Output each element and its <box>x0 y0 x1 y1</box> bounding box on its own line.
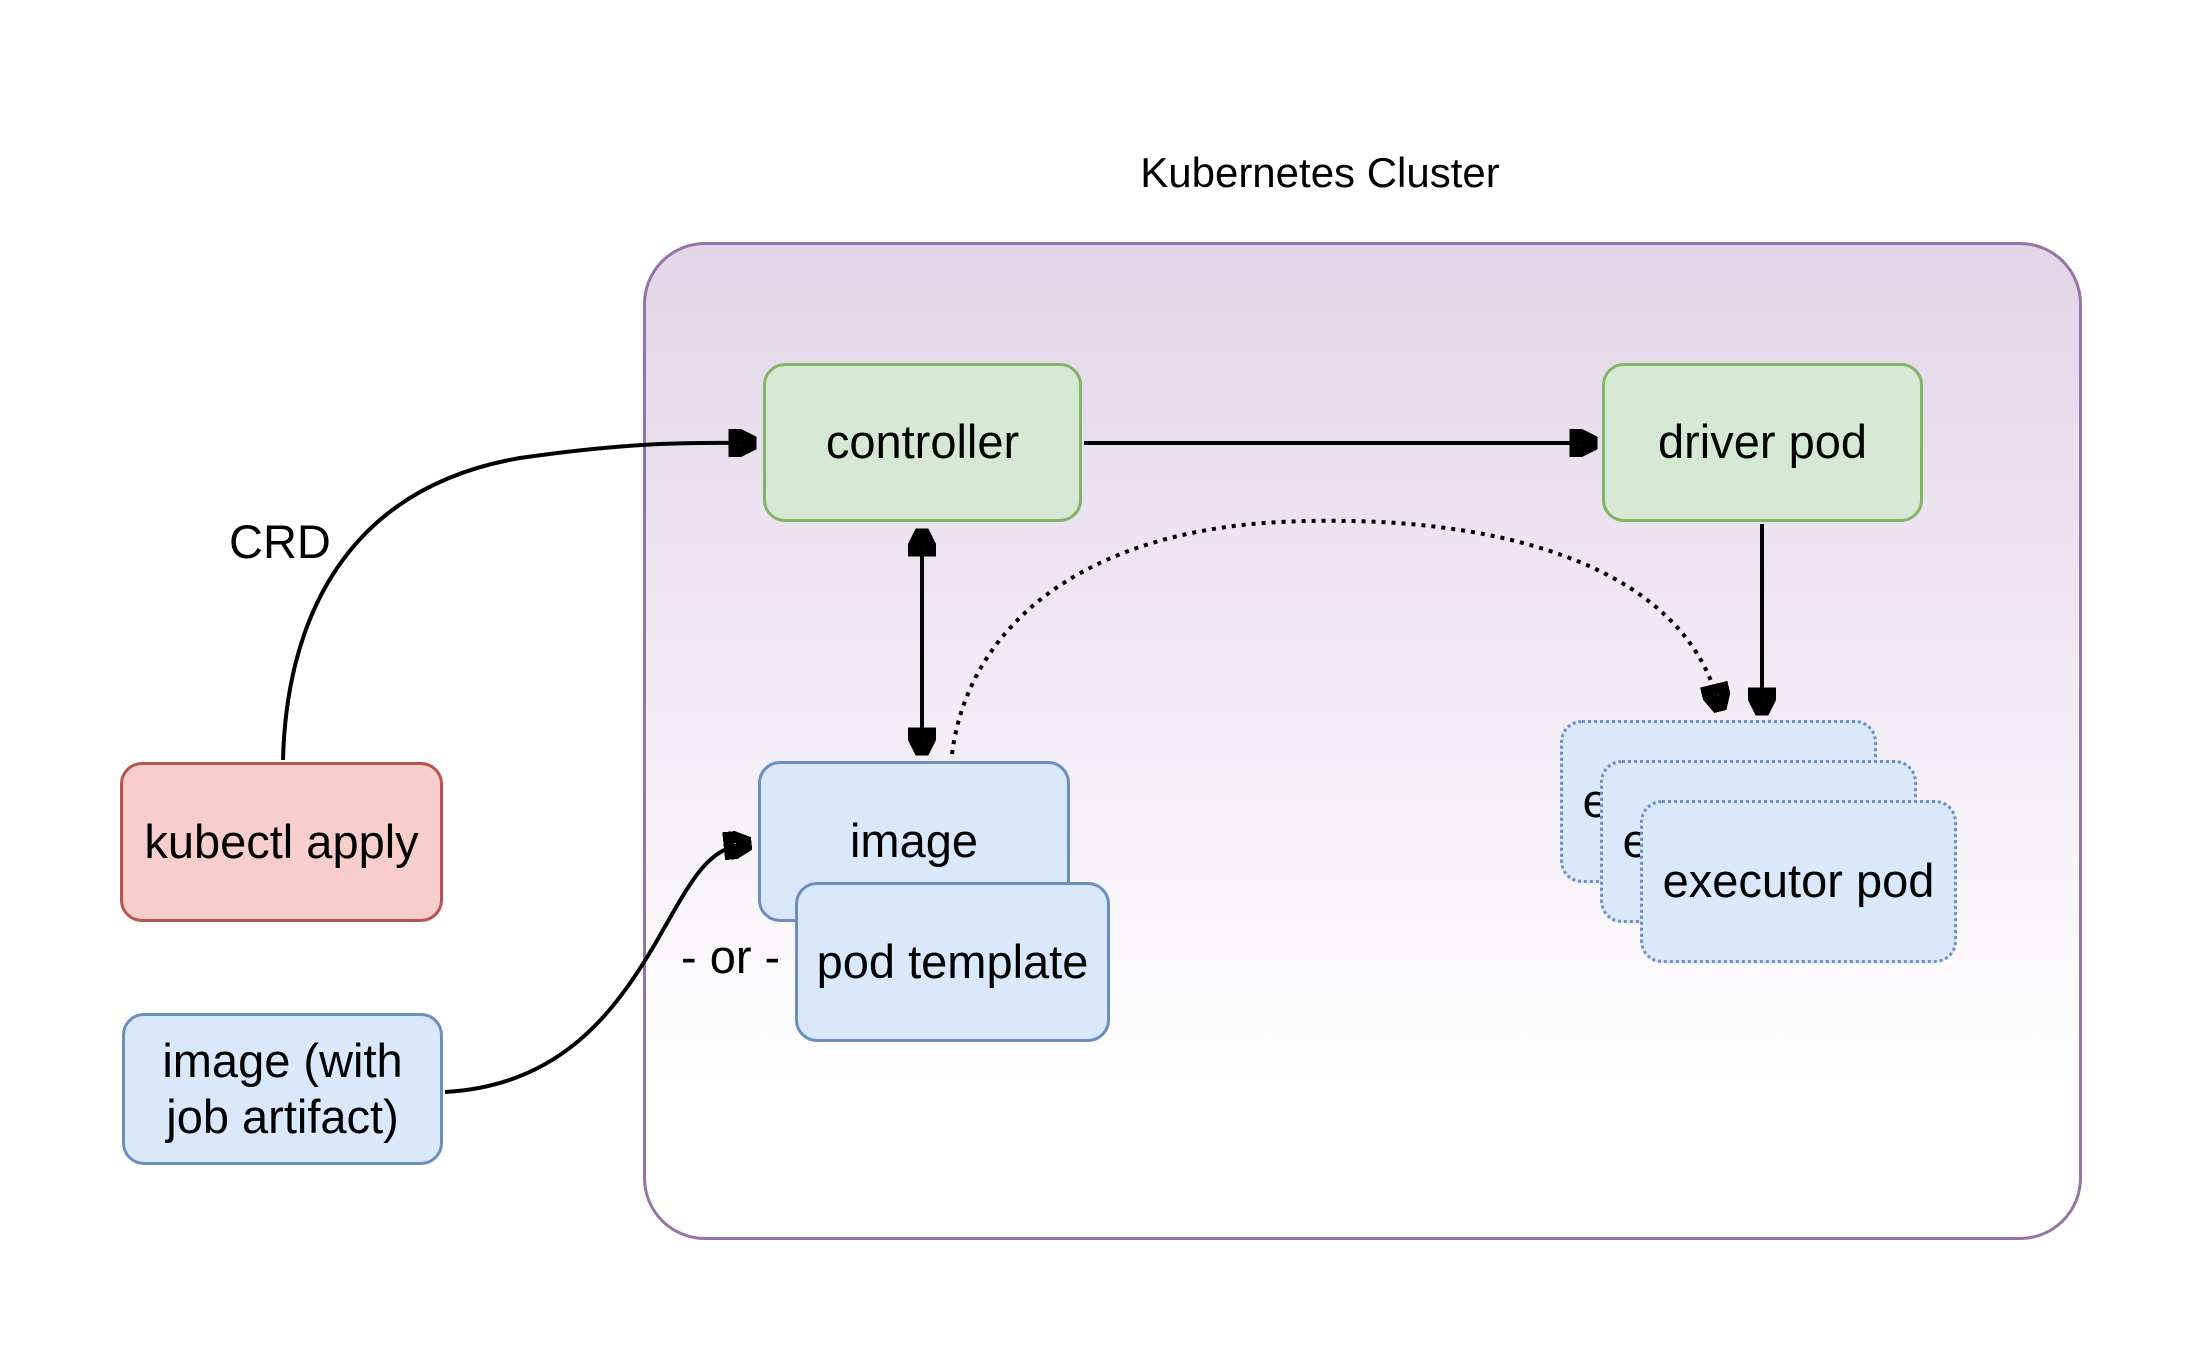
image-with-job-artifact-label-line1: image (with <box>162 1033 403 1087</box>
image-with-job-artifact-label-line2: job artifact) <box>166 1090 399 1143</box>
driver-pod-node: driver pod <box>1602 363 1923 522</box>
kubectl-apply-label: kubectl apply <box>144 814 419 868</box>
or-label: - or - <box>681 930 781 983</box>
driver-pod-label: driver pod <box>1658 415 1867 469</box>
controller-node: controller <box>763 363 1082 522</box>
cluster-title: Kubernetes Cluster <box>1140 149 1500 196</box>
image-with-job-artifact-node: image (with job artifact) <box>122 1013 443 1165</box>
executor-pod-node-front: executor pod <box>1640 800 1957 963</box>
kubectl-apply-node: kubectl apply <box>120 762 443 922</box>
pod-template-node: pod template <box>795 882 1110 1042</box>
crd-label: CRD <box>229 515 331 568</box>
pod-template-label: pod template <box>816 934 1089 988</box>
executor-pod-label-front: executor pod <box>1662 854 1935 908</box>
controller-label: controller <box>825 415 1020 469</box>
image-label: image <box>849 814 978 868</box>
